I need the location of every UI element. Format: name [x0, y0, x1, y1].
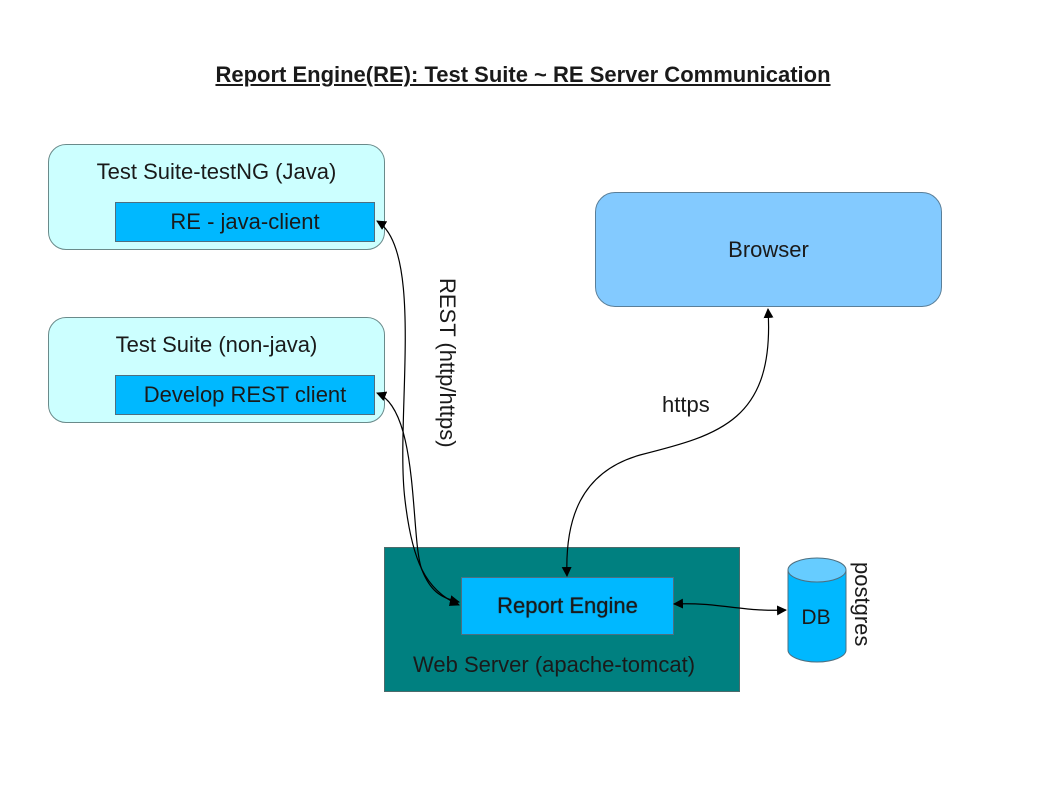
database-cylinder: DB	[787, 557, 847, 663]
db-connector	[673, 598, 787, 616]
report-engine-box: Report Engine	[461, 577, 674, 635]
java-client-box: RE - java-client	[115, 202, 375, 242]
db-label: DB	[801, 606, 830, 629]
rest-connector-nonjava	[376, 391, 460, 606]
test-suite-nonjava-label: Test Suite (non-java)	[115, 332, 318, 357]
test-suite-java-box: Test Suite-testNG (Java) RE - java-clien…	[48, 144, 385, 250]
postgres-label: postgres	[850, 562, 875, 647]
https-protocol-label: https	[662, 392, 710, 417]
web-server-label: Web Server (apache-tomcat)	[413, 652, 696, 677]
rest-client-box: Develop REST client	[115, 375, 375, 415]
test-suite-java-label: Test Suite-testNG (Java)	[96, 159, 337, 184]
diagram-title: Report Engine(RE): Test Suite ~ RE Serve…	[215, 62, 831, 87]
https-connector	[561, 308, 774, 577]
test-suite-nonjava-box: Test Suite (non-java) Develop REST clien…	[48, 317, 385, 423]
browser-box: Browser	[595, 192, 942, 307]
rest-protocol-label: REST (http/https)	[435, 278, 460, 448]
